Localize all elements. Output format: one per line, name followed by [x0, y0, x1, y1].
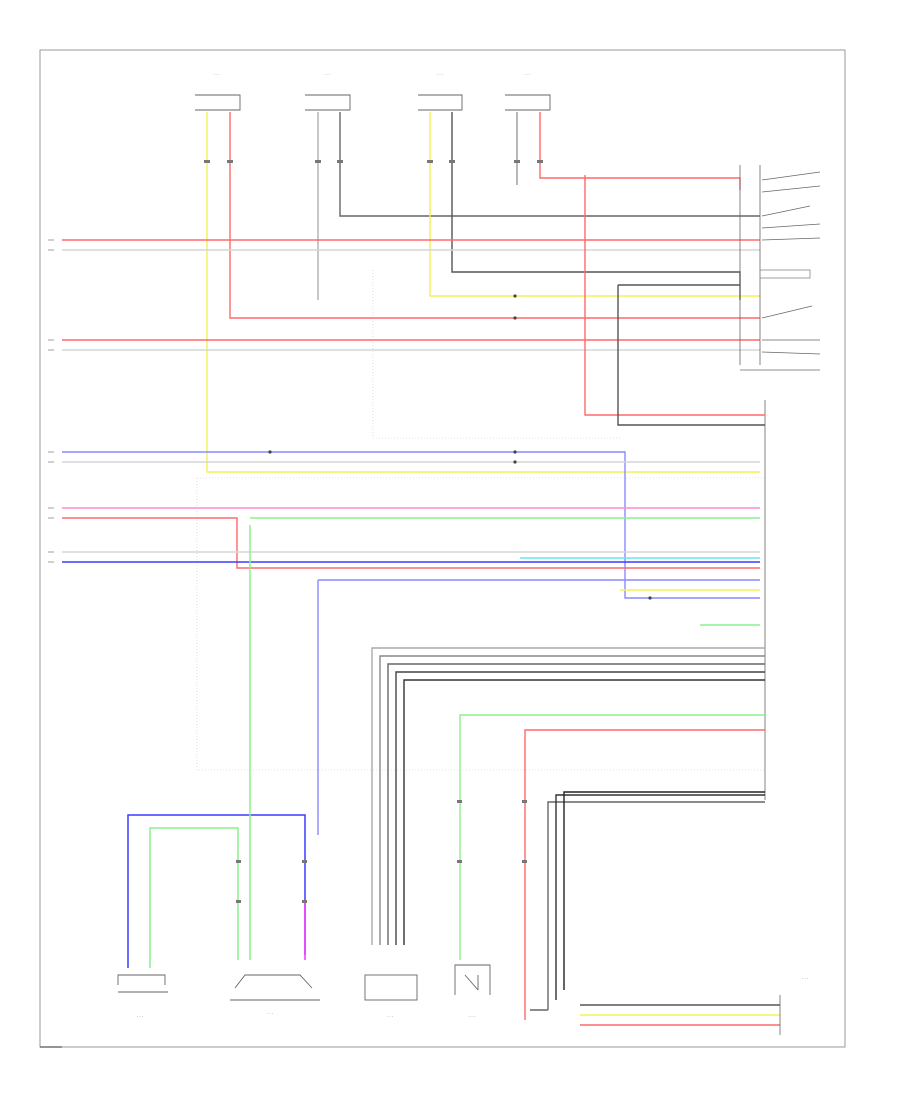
left-front-sensor: · · · — [117, 974, 168, 1019]
transmission-switch: · · · — [454, 964, 491, 1019]
wire-red-3 — [62, 517, 760, 569]
left-rear-corner-sensor: · · · — [418, 72, 463, 111]
combination-meter: · · · — [580, 976, 809, 1035]
wire-lr-yellow — [206, 112, 760, 473]
diagram-frame — [39, 49, 846, 1048]
svg-text:· · ·: · · · — [137, 1014, 144, 1019]
top-sensor-wires — [206, 112, 760, 473]
wire-green-3 — [459, 714, 765, 960]
wire-lr-red — [229, 112, 760, 319]
wire-rrc-red — [539, 112, 741, 190]
left-terminals — [48, 239, 54, 563]
svg-text:· · ·: · · · — [469, 1014, 476, 1019]
junction-dots — [268, 294, 652, 600]
left-front-wires — [127, 525, 306, 968]
steering-lock-cluster: · · · — [364, 974, 418, 1019]
svg-text:· · ·: · · · — [387, 1014, 394, 1019]
bus-wires — [62, 239, 760, 835]
wire-blue-1 — [62, 451, 760, 599]
right-rear-sensor-top: · · · — [305, 72, 351, 111]
right-junction-connector — [739, 165, 821, 371]
sonar-control-module — [584, 175, 766, 800]
connector-pins — [204, 160, 543, 903]
guide-lines — [196, 270, 766, 771]
svg-text:· · ·: · · · — [524, 72, 531, 77]
wire-rr-dark — [339, 112, 760, 217]
right-rear-corner-sensor: · · · — [505, 72, 551, 111]
wire-lrc-dark — [451, 112, 741, 300]
left-front-corner-sensor: · · · — [230, 974, 320, 1016]
wire-red-4 — [524, 729, 765, 1020]
harness-wires — [371, 647, 765, 1020]
svg-text:· · ·: · · · — [214, 72, 221, 77]
left-rear-sensor-top: · · · — [195, 72, 241, 111]
svg-text:· · ·: · · · — [324, 72, 331, 77]
svg-text:· · ·: · · · — [802, 976, 809, 981]
wire-lrc-yellow — [429, 112, 760, 297]
svg-text:· · ·: · · · — [267, 1011, 274, 1016]
svg-text:· · ·: · · · — [437, 72, 444, 77]
